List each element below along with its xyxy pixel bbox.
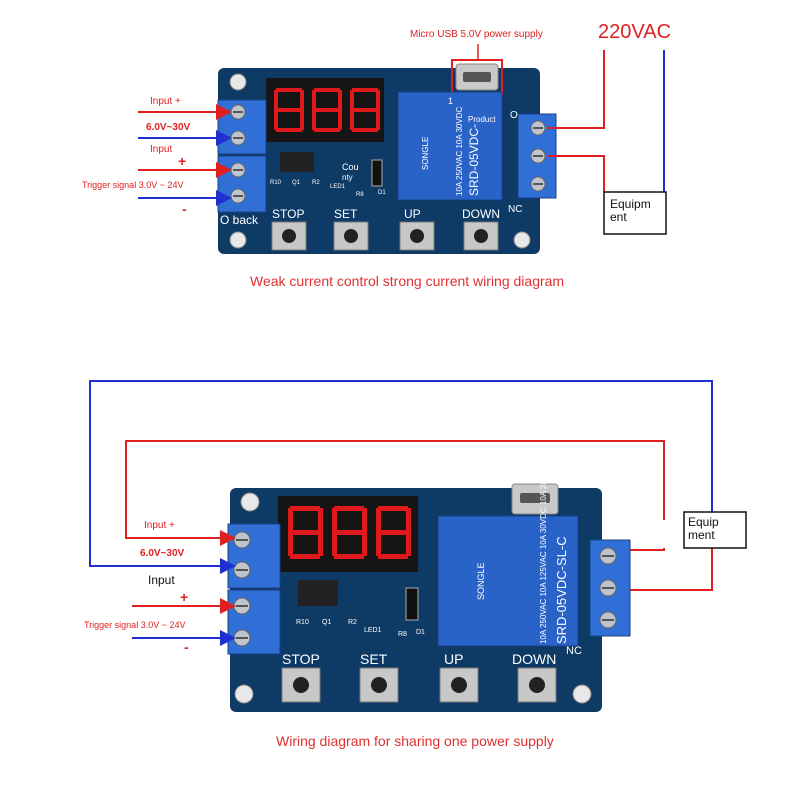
top-label-d1: D1 xyxy=(378,190,386,196)
bottom-equipment-red-wire xyxy=(616,548,665,551)
top-label-r8: R8 xyxy=(356,192,364,198)
top-relay xyxy=(397,91,503,201)
mount-hole xyxy=(572,684,592,704)
bottom-equipment-return-wire xyxy=(616,548,713,591)
top-equipment-box xyxy=(603,191,667,235)
top-display-digits xyxy=(274,88,380,132)
bottom-equipment-label: Equip ment xyxy=(688,515,722,542)
top-label-nty: nty xyxy=(342,173,353,182)
bottom-display-digits xyxy=(288,506,411,559)
mount-hole xyxy=(513,231,531,249)
top-label-q1: Q1 xyxy=(292,180,301,186)
top-label-up: UP xyxy=(404,207,421,221)
top-ac-label: 220VAC xyxy=(598,21,671,43)
top-buttons xyxy=(271,221,499,251)
mount-hole xyxy=(234,684,254,704)
top-relay-brand: SONGLE xyxy=(421,137,430,170)
bottom-label-led1: LED1 xyxy=(364,627,382,634)
top-label-stop: STOP xyxy=(272,207,304,221)
bottom-right-terminal-block xyxy=(589,539,631,637)
top-label-r2: R2 xyxy=(312,180,320,186)
mount-hole xyxy=(229,73,247,91)
top-label-count: Cou xyxy=(342,162,359,172)
bottom-relay-model: SRD-05VDC-SL-C xyxy=(554,536,569,644)
top-diode xyxy=(371,159,383,187)
top-relay-specs: 10A 250VAC 10A 30VDC xyxy=(455,107,464,196)
bottom-relay xyxy=(437,515,579,647)
top-input-plus-label: Input + xyxy=(150,96,181,107)
top-input-minus-label: Input xyxy=(150,144,172,155)
top-diagram: SONGLE SRD-05VDC- 10A 250VAC 10A 30VDC P… xyxy=(82,21,671,254)
bottom-label-d1: D1 xyxy=(416,629,425,636)
top-ac-red-wire xyxy=(548,50,605,129)
bottom-label-r2: R2 xyxy=(348,619,357,626)
top-label-back: O back xyxy=(220,213,259,227)
top-label-no: O xyxy=(510,110,518,121)
top-minus-sign: - xyxy=(182,201,187,217)
bottom-caption: Wiring diagram for sharing one power sup… xyxy=(276,733,554,749)
top-trigger-label: Trigger signal 3.0V ~ 24V xyxy=(82,180,183,190)
mount-hole xyxy=(229,231,247,249)
top-label-led1: LED1 xyxy=(330,184,346,190)
top-equipment-label: Equipm ent xyxy=(610,197,654,224)
bottom-label-up: UP xyxy=(444,651,463,667)
bottom-buttons xyxy=(281,667,557,703)
bottom-label-stop: STOP xyxy=(282,651,320,667)
bottom-label-r8: R8 xyxy=(398,631,407,638)
bottom-diagram: SONGLE SRD-05VDC-SL-C 10A 250VAC 10A 125… xyxy=(84,380,747,712)
bottom-relay-brand: SONGLE xyxy=(476,562,486,600)
bottom-label-q1: Q1 xyxy=(322,619,331,626)
top-relay-model: SRD-05VDC- xyxy=(467,124,481,196)
top-voltage-label: 6.0V~30V xyxy=(146,122,191,133)
top-relay-product: Product xyxy=(468,115,496,124)
top-usb-label: Micro USB 5.0V power supply xyxy=(410,29,543,40)
bottom-relay-specs: 10A 250VAC 10A 125VAC 10A 30VDC 10A 28VD… xyxy=(539,463,548,644)
bottom-equipment-box xyxy=(683,511,747,549)
top-equipment-red-wire xyxy=(548,155,605,192)
top-label-set: SET xyxy=(334,207,358,221)
bottom-ic-chip xyxy=(298,580,338,606)
bottom-label-set: SET xyxy=(360,651,388,667)
top-left-terminal-block xyxy=(217,99,267,213)
top-label-nc: NC xyxy=(508,204,522,215)
bottom-plus-sign: + xyxy=(180,589,188,605)
bottom-voltage-label: 6.0V~30V xyxy=(140,548,185,559)
bottom-left-terminal-block xyxy=(227,523,281,655)
bottom-minus-sign: - xyxy=(184,639,189,655)
bottom-label-r10: R10 xyxy=(296,619,309,626)
bottom-input-plus-label: Input + xyxy=(144,520,175,531)
bottom-label-nc: NC xyxy=(566,645,582,657)
top-label-down: DOWN xyxy=(462,207,500,221)
bottom-input-minus-label: Input xyxy=(148,573,175,587)
top-caption: Weak current control strong current wiri… xyxy=(250,273,565,289)
top-plus-sign: + xyxy=(178,153,186,169)
bottom-trigger-label: Trigger signal 3.0V ~ 24V xyxy=(84,620,185,630)
bottom-label-down: DOWN xyxy=(512,651,556,667)
top-relay-pin1: 1 xyxy=(448,96,453,106)
mount-hole xyxy=(240,492,260,512)
top-label-r10: R10 xyxy=(270,180,282,186)
bottom-diode xyxy=(405,587,419,621)
top-ic-chip xyxy=(280,152,314,172)
